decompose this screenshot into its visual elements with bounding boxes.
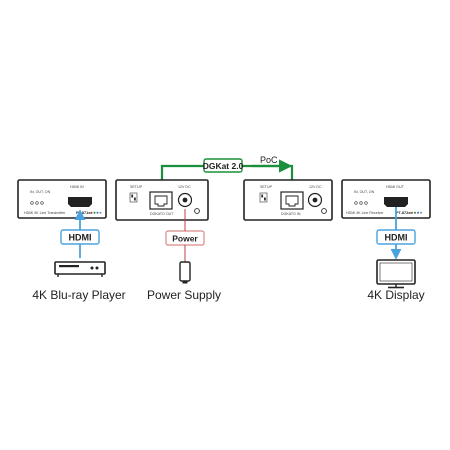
hdmi-input-label: HDMI <box>69 233 92 243</box>
dip-switch-icon <box>259 192 268 203</box>
source-caption: 4K Blu-ray Player <box>32 288 125 302</box>
transmitter-port-label-hdmi: HDMI IN <box>70 185 84 189</box>
led-indicator <box>40 201 44 205</box>
display-monitor-icon <box>376 259 416 289</box>
bluray-player-icon <box>54 261 106 277</box>
tx-link-label: DGKATO OUT <box>150 212 174 216</box>
tx-setup-label: SETUP <box>130 185 143 189</box>
poc-label: PoC <box>260 155 278 165</box>
hdmi-input-cable: HDMI <box>60 209 100 258</box>
hdmi-port-icon <box>68 197 92 207</box>
receiver-port-label-leds: IN, OUT, ON <box>354 190 375 194</box>
dip-switch-icon <box>129 192 138 203</box>
hdmi-port-icon <box>384 197 408 207</box>
receiver-model: PT-872xr <box>396 211 412 215</box>
transmitter-front: IN, OUT, ON HDMI IN HDMI 4K Line Transmi… <box>17 179 107 219</box>
led-indicator <box>354 201 358 205</box>
receiver-description: HDMI 4K Line Receiver <box>346 211 384 215</box>
rx-power-label: 12V DC <box>309 185 322 189</box>
tx-power-label: 12V DC <box>178 185 191 189</box>
transmitter-model: PT-871xr <box>76 211 92 215</box>
transmitter-port-label-leds: IN, OUT, ON <box>30 190 51 194</box>
ground-screw-icon <box>194 208 200 214</box>
receiver-port-label-hdmi: HDMI OUT <box>386 185 405 189</box>
transmitter-description: HDMI 4K Line Transmitter <box>24 211 66 215</box>
led-indicator <box>364 201 368 205</box>
power-cable: Power <box>165 209 205 262</box>
hdmi-output-label: HDMI <box>385 233 408 243</box>
receiver-front: IN, OUT, ON HDMI OUT HDMI 4K Line Receiv… <box>341 179 431 219</box>
hdmi-output-cable: HDMI <box>376 207 416 260</box>
ground-screw-icon <box>321 208 327 214</box>
rx-link-label: DGKATO IN <box>281 212 301 216</box>
rx-setup-label: SETUP <box>260 185 273 189</box>
supply-caption: Power Supply <box>147 288 221 302</box>
dgkat-cable-label: DGKat 2.0 <box>203 161 244 171</box>
led-indicator <box>30 201 34 205</box>
receiver-back: SETUP 12V DC DGKATO IN <box>243 179 333 221</box>
led-indicator <box>35 201 39 205</box>
display-caption: 4K Display <box>367 288 424 302</box>
led-indicator <box>359 201 363 205</box>
power-cable-label: Power <box>172 234 198 244</box>
transmitter-back: SETUP 12V DC DGKATO OUT <box>115 179 209 221</box>
power-supply-icon <box>179 261 191 284</box>
